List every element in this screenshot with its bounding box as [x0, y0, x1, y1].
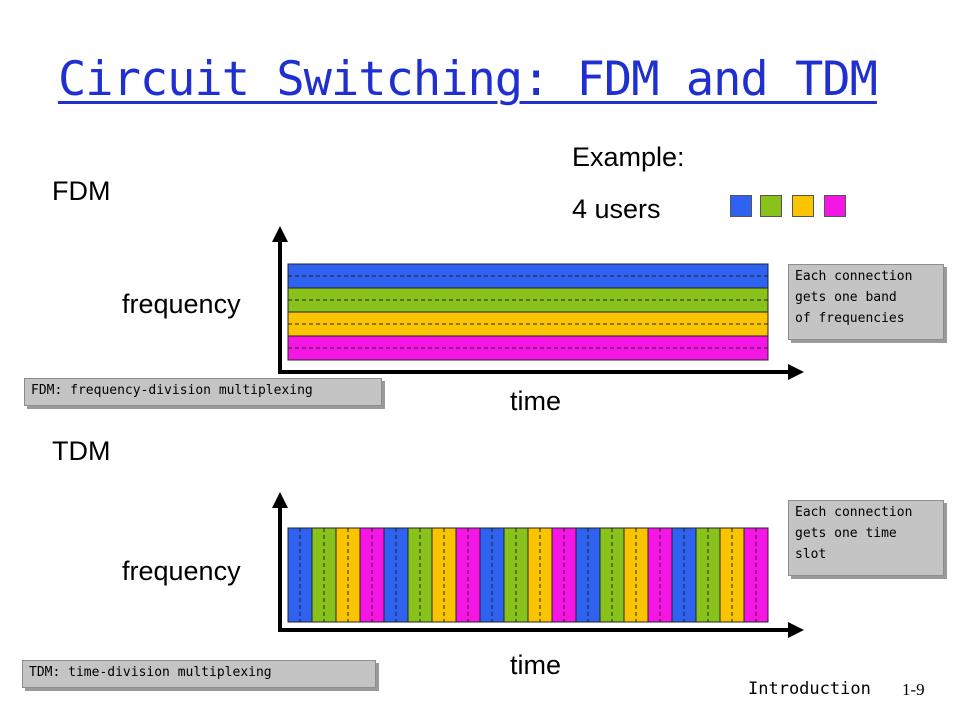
- page-number: 1-9: [902, 680, 925, 699]
- user-3-swatch: [792, 195, 814, 217]
- fdm-xlabel: time: [510, 386, 562, 416]
- example-label: Example:: [572, 142, 685, 172]
- fdm-heading: FDM: [52, 176, 111, 206]
- footer-label: Introduction: [748, 679, 871, 699]
- fdm-definition: FDM: frequency-division multiplexing: [24, 378, 382, 406]
- users-label: 4 users: [572, 194, 661, 224]
- tdm-y-arrow: [272, 492, 288, 508]
- fdm-axes: [272, 226, 804, 380]
- fdm-x-arrow: [788, 364, 804, 380]
- tdm-x-arrow: [788, 622, 804, 638]
- fdm-callout: Each connection gets one band of frequen…: [788, 264, 944, 340]
- fdm-y-arrow: [272, 226, 288, 242]
- tdm-axes: [272, 492, 804, 638]
- page-title: Circuit Switching: FDM and TDM: [58, 52, 878, 107]
- user-4-swatch: [824, 195, 846, 217]
- tdm-slots: [287, 527, 769, 623]
- fdm-ylabel: frequency: [122, 289, 241, 319]
- tdm-callout: Each connection gets one time slot: [788, 500, 944, 576]
- tdm-xlabel: time: [510, 650, 562, 680]
- tdm-heading: TDM: [52, 436, 111, 466]
- user-1-swatch: [730, 195, 752, 217]
- fdm-callout-text: Each connection gets one band of frequen…: [795, 269, 913, 326]
- tdm-callout-text: Each connection gets one time slot: [795, 505, 913, 562]
- tdm-definition: TDM: time-division multiplexing: [22, 660, 376, 688]
- fdm-bands: [287, 263, 769, 361]
- tdm-definition-text: TDM: time-division multiplexing: [29, 665, 272, 680]
- user-2-swatch: [760, 195, 782, 217]
- fdm-definition-text: FDM: frequency-division multiplexing: [31, 383, 313, 398]
- tdm-ylabel: frequency: [122, 556, 241, 586]
